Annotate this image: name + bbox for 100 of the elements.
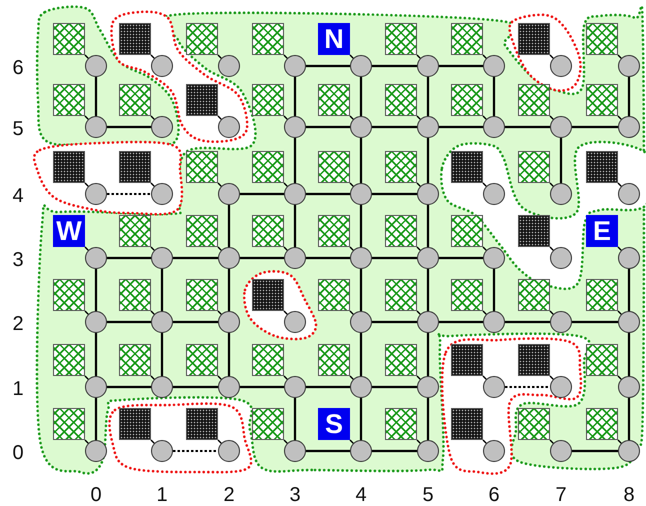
- stippled-tile: [518, 344, 550, 376]
- link-line: [372, 64, 417, 68]
- axis-number: 7: [554, 483, 568, 506]
- hatched-tile: [318, 279, 350, 311]
- hatched-tile: [518, 84, 550, 116]
- link-line: [426, 77, 430, 116]
- hatched-tile: [586, 344, 618, 376]
- hatched-tile: [119, 279, 151, 311]
- hatched-tile: [385, 279, 417, 311]
- dotted-link: [505, 386, 550, 388]
- hatched-tile: [385, 215, 417, 247]
- link-line: [372, 126, 417, 128]
- link-line: [228, 333, 230, 376]
- hatched-tile: [586, 279, 618, 311]
- link-line: [160, 269, 164, 311]
- compass-label: N: [318, 23, 350, 55]
- link-line: [372, 386, 417, 388]
- hatched-tile: [252, 23, 284, 55]
- link-line: [372, 256, 417, 260]
- link-line: [426, 398, 430, 440]
- link-line: [94, 77, 98, 116]
- link-line: [439, 320, 483, 324]
- axis-number: 5: [11, 117, 25, 141]
- hatched-tile: [451, 279, 483, 311]
- link-line: [228, 269, 230, 311]
- axis-number: 4: [354, 483, 368, 506]
- compass-label: W: [53, 215, 85, 247]
- hatched-tile: [252, 215, 284, 247]
- hatched-tile: [518, 151, 550, 183]
- axis-number: 0: [11, 441, 25, 465]
- axis-number: 3: [288, 483, 302, 506]
- link-line: [107, 320, 151, 324]
- link-line: [294, 77, 296, 116]
- link-line: [294, 398, 296, 440]
- link-line: [107, 126, 151, 128]
- link-line: [572, 126, 618, 128]
- hatched-tile: [385, 408, 417, 440]
- hatched-tile: [451, 215, 483, 247]
- link-line: [240, 386, 284, 388]
- hatched-tile: [53, 408, 85, 440]
- axis-number: 8: [622, 483, 636, 506]
- axis-number: 3: [11, 248, 25, 272]
- hatched-tile: [186, 279, 218, 311]
- stippled-tile: [186, 408, 218, 440]
- hatched-tile: [586, 23, 618, 55]
- link-line: [107, 386, 151, 388]
- link-line: [572, 450, 618, 452]
- hatched-tile: [252, 84, 284, 116]
- link-line: [306, 386, 350, 388]
- hatched-tile: [451, 84, 483, 116]
- link-line: [160, 333, 164, 376]
- hatched-tile: [318, 215, 350, 247]
- axis-number: 5: [421, 483, 435, 506]
- axis-number: 2: [222, 483, 236, 506]
- link-line: [505, 320, 550, 324]
- hatched-tile: [252, 408, 284, 440]
- link-line: [492, 269, 496, 311]
- link-line: [426, 333, 430, 376]
- link-line: [372, 320, 417, 324]
- link-line: [572, 320, 618, 324]
- hatched-tile: [119, 84, 151, 116]
- hatched-tile: [385, 151, 417, 183]
- link-line: [107, 256, 151, 260]
- link-line: [439, 126, 483, 128]
- hatched-tile: [252, 344, 284, 376]
- hatched-tile: [252, 151, 284, 183]
- link-line: [628, 269, 630, 311]
- link-line: [294, 138, 296, 183]
- stippled-tile: [252, 279, 284, 311]
- stippled-tile: [518, 215, 550, 247]
- hatched-tile: [518, 279, 550, 311]
- hatched-tile: [586, 84, 618, 116]
- hatched-tile: [53, 23, 85, 55]
- link-line: [628, 77, 630, 116]
- stippled-tile: [518, 23, 550, 55]
- link-line: [94, 333, 98, 376]
- link-line: [294, 205, 296, 247]
- hatched-tile: [385, 23, 417, 55]
- hatched-tile: [119, 215, 151, 247]
- link-line: [360, 398, 362, 440]
- stippled-tile: [53, 151, 85, 183]
- hatched-tile: [451, 23, 483, 55]
- compass-label: E: [586, 215, 618, 247]
- axis-number: 4: [11, 184, 25, 208]
- link-line: [306, 64, 350, 68]
- link-line: [173, 256, 218, 260]
- link-line: [505, 126, 550, 128]
- link-line: [173, 320, 218, 324]
- link-line: [94, 269, 98, 311]
- stippled-tile: [451, 408, 483, 440]
- hatched-tile: [53, 279, 85, 311]
- stippled-tile: [119, 151, 151, 183]
- link-line: [306, 450, 350, 452]
- link-line: [360, 269, 362, 311]
- link-line: [628, 398, 630, 440]
- link-line: [426, 138, 430, 183]
- hatched-tile: [186, 151, 218, 183]
- hatched-tile: [119, 344, 151, 376]
- hatched-tile: [186, 344, 218, 376]
- hatched-tile: [186, 23, 218, 55]
